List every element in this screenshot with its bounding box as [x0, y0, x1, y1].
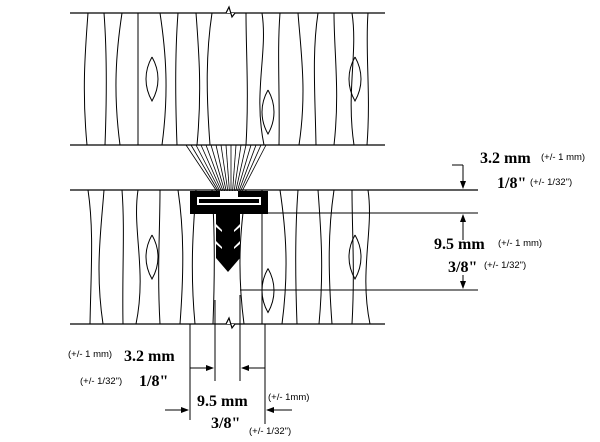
bristle	[215, 144, 229, 200]
grain-line	[177, 189, 184, 325]
right-depth-in: 3/8"	[448, 259, 477, 276]
grain-line	[245, 12, 248, 146]
bottom-width-mm-tolerance: (+/- 1mm)	[268, 392, 309, 403]
right-gap-in-tolerance: (+/- 1/32")	[530, 177, 572, 188]
right-gap-mm-tolerance: (+/- 1 mm)	[541, 152, 585, 163]
wood-knot	[348, 234, 362, 281]
bristle	[235, 144, 257, 200]
bottom-width-mm: 9.5 mm	[197, 393, 248, 410]
dimension-lines	[165, 164, 478, 424]
bristle	[200, 144, 226, 200]
grain-line	[195, 12, 201, 146]
grain-line	[278, 12, 281, 146]
bristle	[232, 144, 242, 200]
grain-line	[366, 12, 369, 146]
right-depth-in-tolerance: (+/- 1/32")	[484, 260, 526, 271]
weatherstrip-profile	[190, 191, 268, 272]
grain-line	[313, 12, 319, 146]
wood-knot	[145, 56, 159, 103]
bottom-kerf-in-tolerance: (+/- 1/32")	[80, 376, 122, 387]
wood-knot	[261, 89, 275, 136]
grain-line	[328, 189, 335, 325]
grain-line	[115, 12, 123, 146]
grain-line	[295, 189, 299, 325]
board-edges	[70, 5, 478, 330]
bristle	[190, 144, 224, 200]
bottom-kerf-in: 1/8"	[139, 373, 168, 390]
grain-line	[350, 12, 355, 146]
wood-knot	[145, 234, 159, 281]
bristle	[205, 144, 227, 200]
grain-line	[87, 189, 93, 325]
bristle	[185, 144, 223, 200]
bristle	[233, 144, 247, 200]
grain-line	[159, 12, 167, 146]
bristle	[220, 144, 230, 200]
wood-knot	[348, 56, 362, 103]
grain-line	[121, 189, 124, 325]
bristle	[237, 144, 267, 200]
right-gap-mm: 3.2 mm	[480, 150, 531, 167]
bristle	[236, 144, 262, 200]
right-depth-mm-tolerance: (+/- 1 mm)	[498, 238, 542, 249]
grain-line	[83, 12, 89, 146]
bristle	[210, 144, 228, 200]
grain-line	[206, 12, 213, 146]
grain-line	[103, 12, 107, 146]
grain-line	[158, 189, 161, 325]
grain-line	[317, 189, 323, 325]
wood-knot	[261, 268, 275, 314]
grain-line	[98, 189, 105, 325]
grain-line	[259, 12, 265, 146]
bristle	[234, 144, 252, 200]
bottom-kerf-mm: 3.2 mm	[124, 348, 175, 365]
bristle	[225, 144, 231, 200]
bottom-width-in-tolerance: (+/- 1/32")	[249, 426, 291, 437]
bristle	[231, 144, 237, 200]
grain-line	[333, 12, 338, 146]
grain-line	[365, 189, 371, 325]
grain-line	[351, 189, 354, 325]
bristle	[195, 144, 225, 200]
grain-line	[279, 189, 287, 325]
bottom-width-in: 3/8"	[211, 415, 240, 432]
grain-line	[175, 12, 179, 146]
bristle-fan	[185, 144, 267, 200]
bottom-kerf-mm-tolerance: (+/- 1 mm)	[68, 349, 112, 360]
right-gap-in: 1/8"	[497, 175, 526, 192]
top-board-grain	[83, 12, 369, 146]
grain-line	[297, 12, 304, 146]
right-depth-mm: 9.5 mm	[434, 236, 485, 253]
grain-line	[135, 189, 141, 325]
